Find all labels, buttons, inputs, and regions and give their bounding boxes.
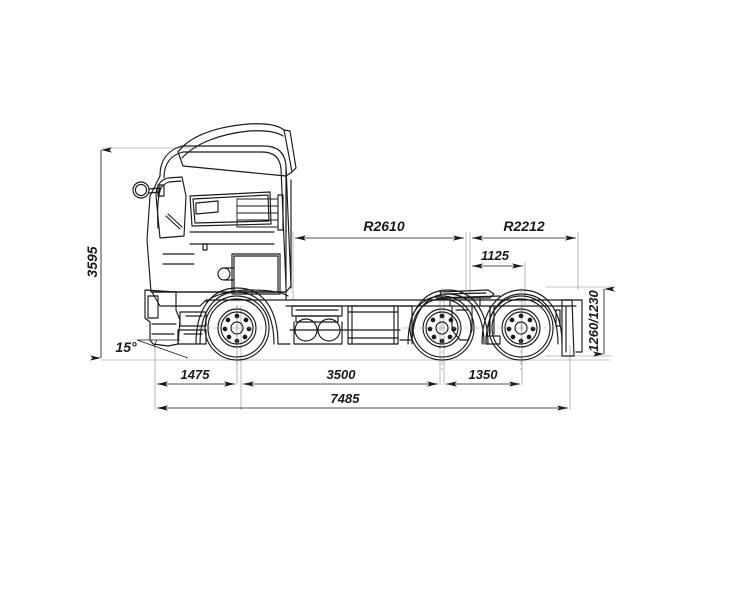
roof-spoiler (177, 123, 297, 177)
label-wheelbase: 3500 (327, 367, 357, 382)
side-mirror (132, 181, 165, 229)
cab-vent-grille (236, 194, 287, 233)
fuel-tank (347, 305, 413, 345)
label-rear-axle-spread: 1350 (469, 367, 499, 382)
cab-storage-panel (217, 253, 281, 295)
label-overall-height: 3595 (84, 246, 100, 277)
wheel-centre-marks (197, 288, 561, 372)
side-window-front (189, 191, 272, 227)
label-radius-rear: R2212 (503, 218, 544, 234)
front-bumper (144, 289, 181, 347)
approach-angle-lines (136, 339, 189, 359)
wheels (197, 288, 561, 372)
dimension-lines (90, 147, 615, 411)
label-front-overhang: 1475 (181, 367, 211, 382)
cab-body (146, 145, 292, 293)
truck-outline (132, 123, 583, 357)
cab-door (162, 231, 275, 265)
wiper (165, 213, 183, 230)
mudflap (555, 299, 575, 357)
label-radius-front: R2610 (363, 218, 404, 234)
dimension-labels: 3595 15° R2610 R2212 1125 1475 3500 1350… (84, 218, 601, 406)
label-approach-angle: 15° (115, 339, 137, 355)
label-fifth-wheel-offset: 1125 (481, 248, 510, 263)
label-overall-length: 7485 (331, 391, 361, 406)
air-tank-assembly (291, 305, 343, 345)
label-rear-height-range: 1260/1230 (586, 290, 601, 352)
